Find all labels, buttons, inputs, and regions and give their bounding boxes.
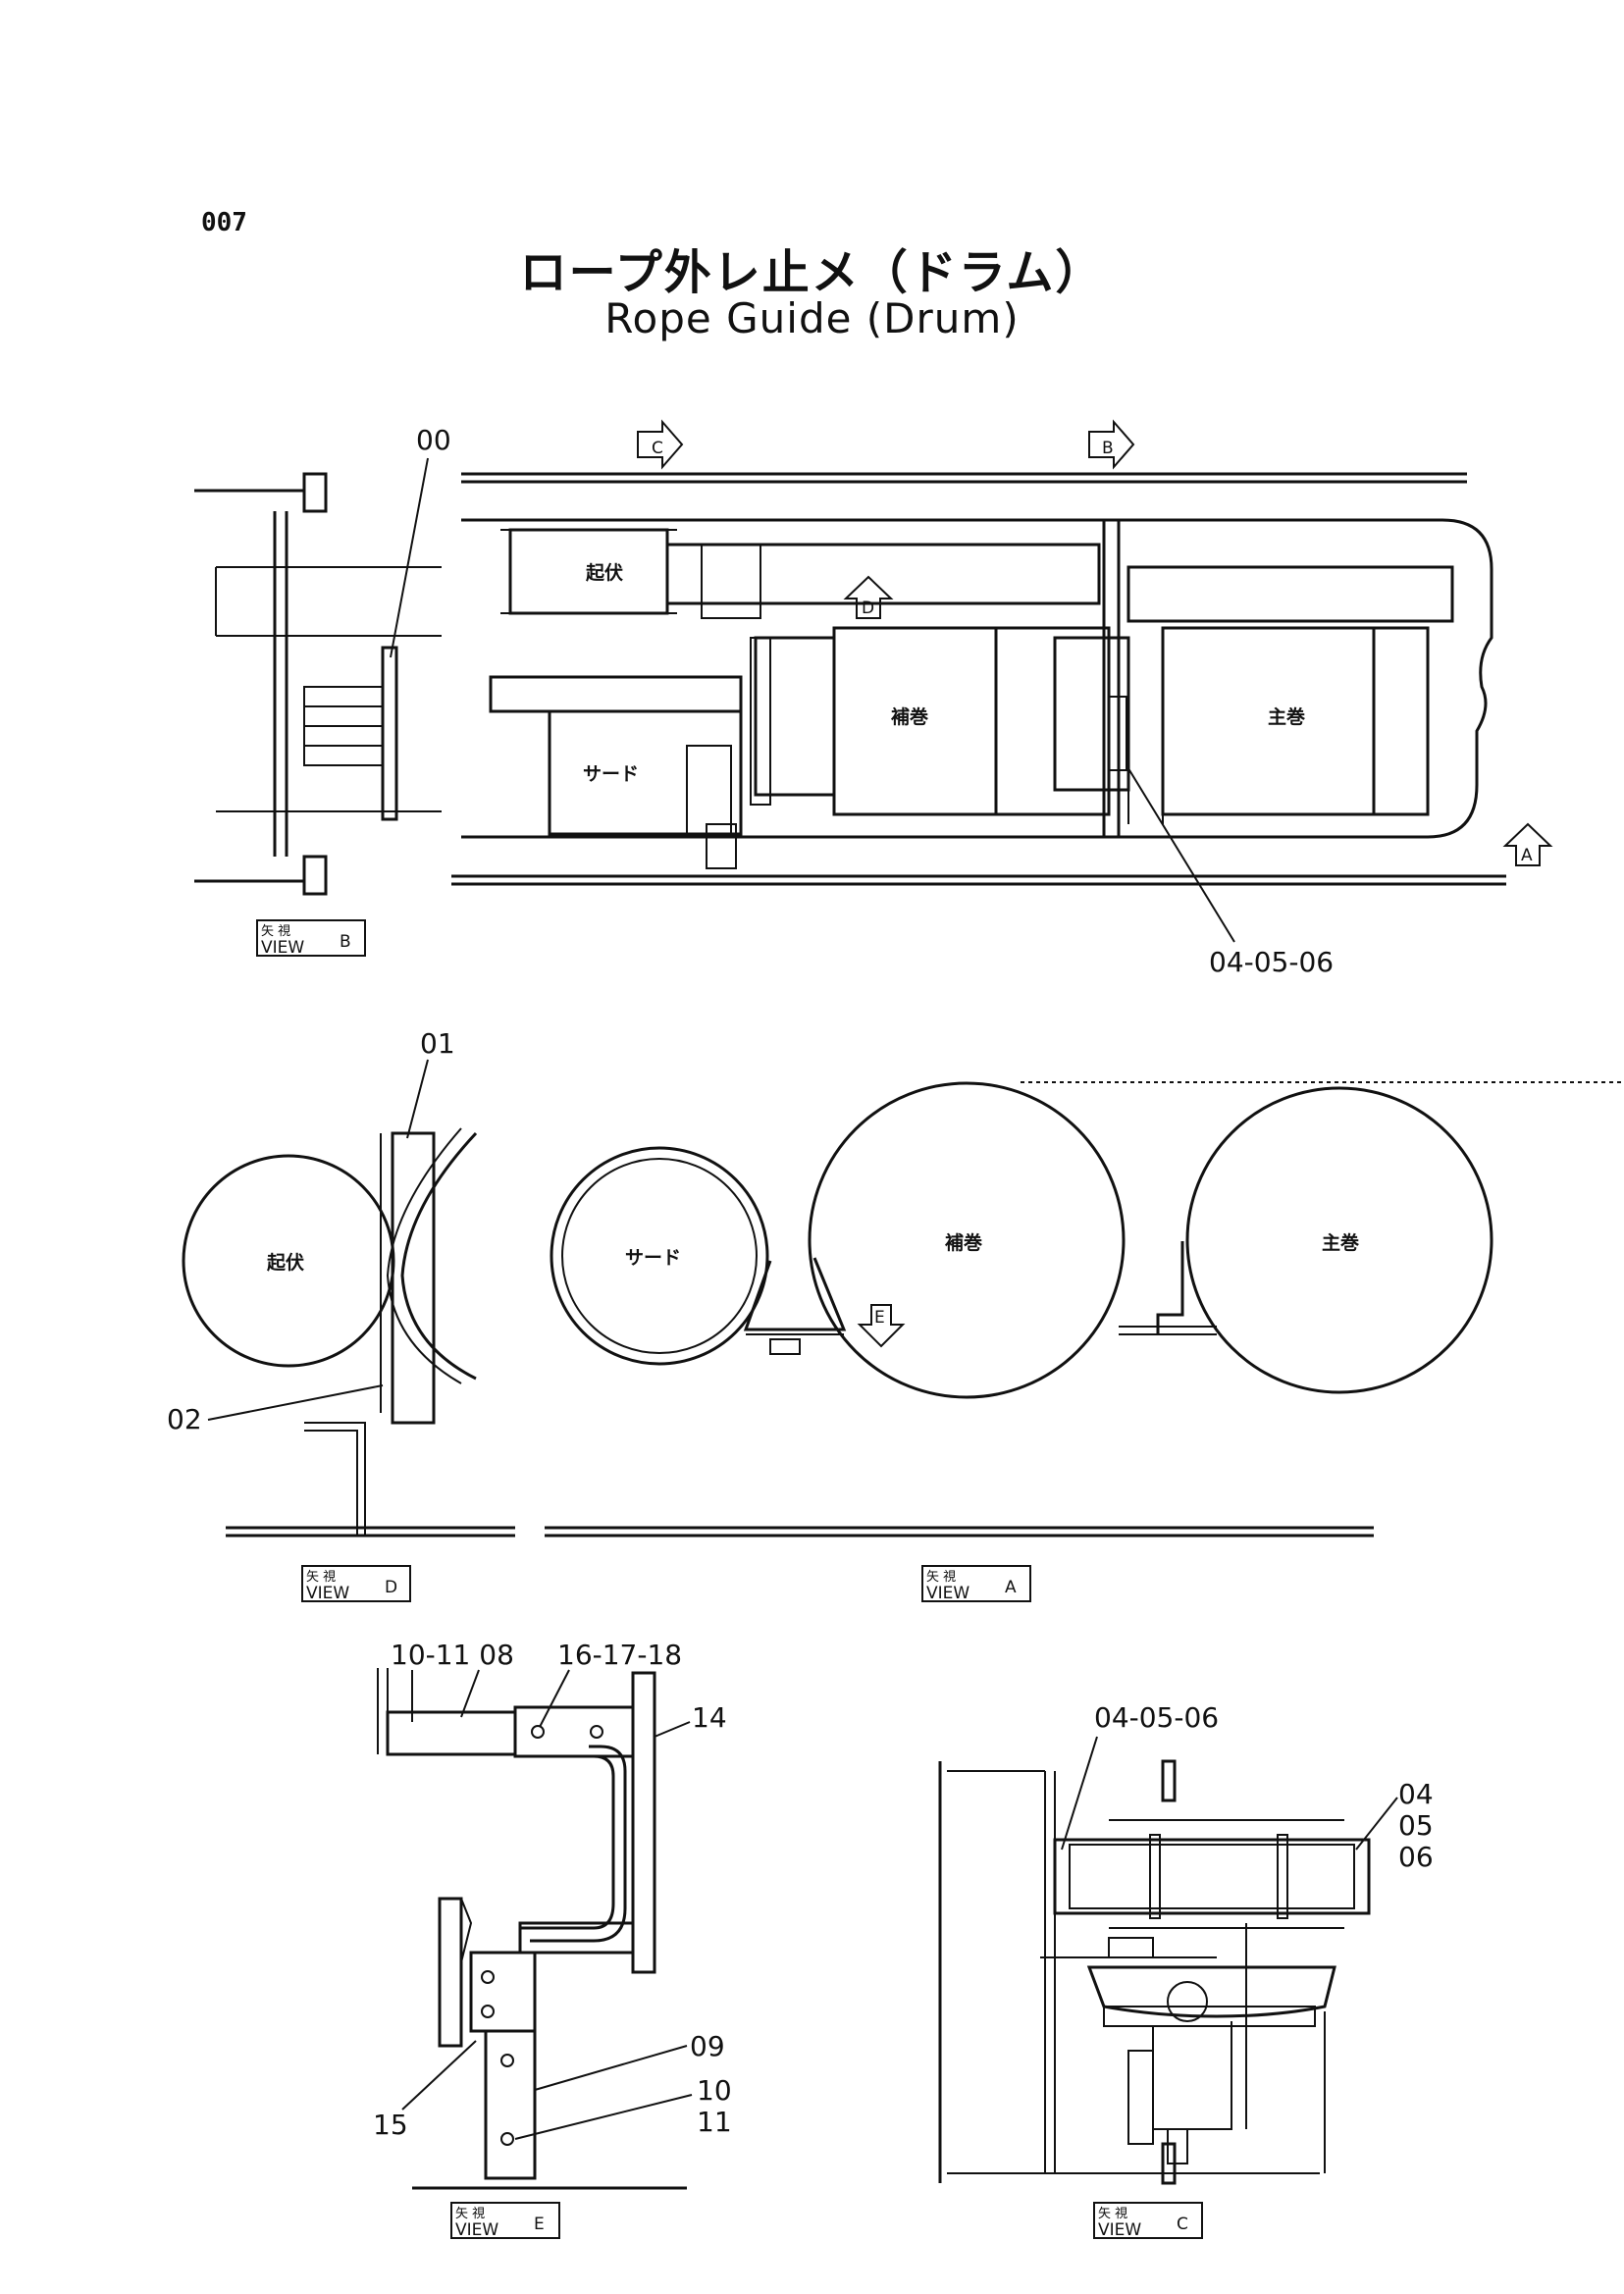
view-d-label: 矢 視 VIEW D	[301, 1565, 411, 1603]
part-label-04: 04	[1398, 1778, 1434, 1810]
title-japanese: ロープ外レ止メ（ドラム）	[519, 245, 1105, 300]
part-label-01: 01	[420, 1027, 455, 1060]
svg-text:矢 視: 矢 視	[306, 1570, 336, 1585]
arrow-c: C	[637, 419, 684, 470]
view-c-drawing: 04-05-06 04 05 06 矢 視 VIEW C	[938, 1701, 1434, 2240]
view-e-label: 矢 視 VIEW E	[450, 2202, 560, 2240]
arrow-d: D	[843, 575, 894, 619]
part-label-06: 06	[1398, 1841, 1434, 1873]
view-a-label: 矢 視 VIEW A	[921, 1565, 1031, 1603]
page-number: 007	[201, 208, 247, 237]
view-d-drawing: 起伏 01 02 矢 視 VIEW D	[167, 1027, 515, 1603]
arrow-e: E	[857, 1304, 906, 1348]
view-e-drawing: 10-11 08 16-17-18 14 09 10 11 15 矢 視 VIE…	[373, 1639, 732, 2240]
svg-text:VIEW: VIEW	[455, 2220, 498, 2240]
arrow-a: A	[1502, 822, 1553, 866]
part-label-09: 09	[690, 2030, 725, 2062]
drum-label-hokan-a: 補巻	[944, 1231, 983, 1254]
svg-text:A: A	[1005, 1578, 1017, 1597]
svg-text:VIEW: VIEW	[306, 1584, 349, 1603]
drum-label-sado-a: サード	[625, 1247, 681, 1269]
svg-text:VIEW: VIEW	[1098, 2220, 1141, 2240]
view-b-drawing	[194, 472, 442, 896]
part-label-15: 15	[373, 2109, 408, 2141]
part-label-14: 14	[692, 1701, 727, 1734]
drum-label-shukan-plan: 主巻	[1268, 705, 1306, 728]
svg-text:E: E	[534, 2215, 545, 2234]
svg-text:VIEW: VIEW	[926, 1584, 969, 1603]
part-label-16-17-18: 16-17-18	[557, 1639, 682, 1671]
drum-label-sado-plan: サード	[583, 763, 639, 785]
view-b-label: 矢 視 VIEW B	[256, 919, 366, 958]
svg-text:矢 視: 矢 視	[455, 2207, 485, 2221]
svg-text:C: C	[1177, 2215, 1188, 2234]
svg-text:C: C	[652, 439, 663, 458]
part-label-10: 10	[697, 2074, 732, 2107]
arrow-b: B	[1088, 419, 1135, 470]
svg-text:A: A	[1521, 846, 1533, 865]
part-label-10-11-08: 10-11 08	[391, 1639, 514, 1671]
svg-text:VIEW: VIEW	[261, 938, 304, 958]
part-label-05: 05	[1398, 1809, 1434, 1842]
view-c-label: 矢 視 VIEW C	[1093, 2202, 1203, 2240]
svg-text:D: D	[862, 599, 874, 618]
svg-text:矢 視: 矢 視	[261, 924, 290, 939]
plan-view: C B D A 起伏 サード 補巻 主巻 00 04-05-06 矢 視 VIE…	[194, 419, 1553, 978]
drum-label-kifuku-d: 起伏	[266, 1251, 304, 1274]
drum-label-hokan-plan: 補巻	[890, 705, 929, 728]
svg-text:矢 視: 矢 視	[1098, 2207, 1127, 2221]
svg-text:B: B	[1102, 439, 1114, 458]
svg-text:D: D	[385, 1578, 397, 1597]
drum-label-kifuku-plan: 起伏	[585, 561, 623, 584]
svg-text:矢 視: 矢 視	[926, 1570, 956, 1585]
svg-text:B: B	[340, 932, 351, 952]
part-label-04-05-06-c: 04-05-06	[1094, 1701, 1219, 1734]
svg-text:E: E	[874, 1308, 885, 1328]
view-a-drawing: サード 補巻 主巻 E 矢 視 VIEW A	[545, 1081, 1624, 1603]
part-label-11: 11	[697, 2106, 732, 2138]
part-label-04-05-06-top: 04-05-06	[1209, 946, 1334, 978]
part-label-02: 02	[167, 1403, 202, 1435]
drum-label-shukan-a: 主巻	[1322, 1231, 1360, 1254]
title-english: Rope Guide (Drum)	[604, 294, 1020, 342]
part-label-00: 00	[416, 424, 451, 456]
